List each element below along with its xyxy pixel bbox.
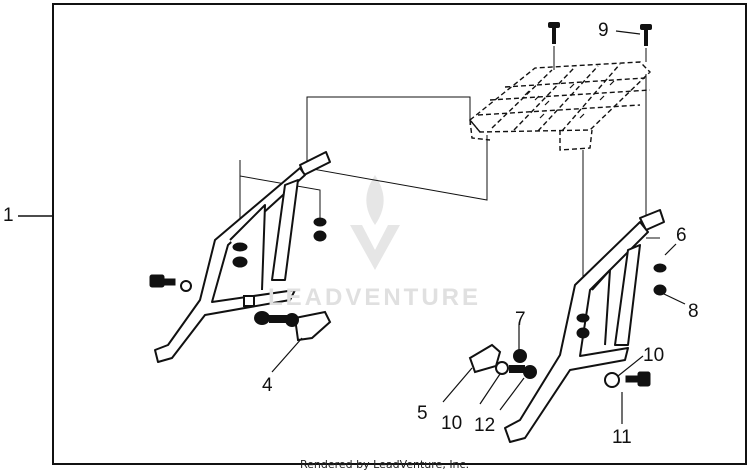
rack-grid	[469, 61, 651, 151]
callout-8: 8	[688, 301, 699, 322]
leader-line-9	[615, 30, 641, 35]
leader-lines-right	[442, 243, 686, 424]
callout-5: 5	[417, 403, 428, 424]
callout-10b: 10	[643, 345, 665, 366]
callout-10a: 10	[441, 413, 463, 434]
credit-text: Rendered by LeadVenture, Inc.	[300, 458, 470, 471]
leader-line-4	[271, 337, 303, 373]
nut-icon	[576, 263, 667, 388]
callout-7: 7	[515, 309, 526, 330]
bolt-icon	[548, 22, 652, 46]
left-bracket	[154, 151, 331, 363]
left-mount-plate	[243, 295, 332, 342]
diagram-frame	[52, 3, 747, 465]
callout-11: 11	[612, 427, 632, 448]
right-mount-plate	[468, 343, 537, 379]
callout-4: 4	[262, 375, 273, 396]
callout-12: 12	[474, 415, 496, 436]
right-bracket	[504, 209, 665, 443]
callout-6: 6	[676, 225, 687, 246]
watermark-logo	[350, 175, 400, 270]
watermark-text: LEADVENTURE	[268, 284, 482, 311]
callout-1: 1	[3, 205, 14, 226]
rack-grid-slots	[524, 80, 615, 119]
washer-icon	[149, 217, 327, 292]
callout-9: 9	[598, 20, 609, 41]
